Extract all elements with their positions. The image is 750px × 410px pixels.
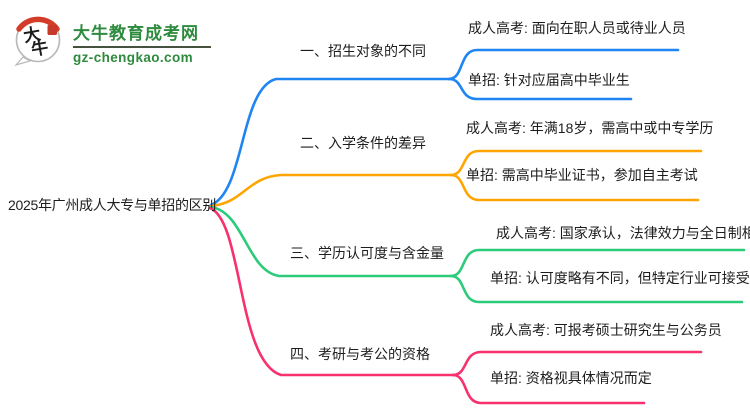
root-node-label: 2025年广州成人大专与单招的区别 [8, 197, 217, 213]
branch-4-connector [208, 206, 455, 377]
branch-3-connector [209, 205, 453, 278]
branch-2-connector [209, 173, 453, 208]
branch-3-leaf-2-connector [449, 274, 744, 304]
branch-4-leaf-2-connector [451, 373, 646, 405]
leaf-label: 成人高考: 面向在职人员或待业人员 [468, 20, 686, 36]
branch-1-label: 一、招生对象的不同 [300, 43, 426, 59]
logo-title: 大牛教育成考网 [73, 24, 199, 43]
branch-2-leaf-2-connector [449, 173, 700, 202]
leaf-label: 成人高考: 年满18岁，需高中或中专学历 [466, 120, 714, 136]
leaf-label: 成人高考: 可报考硕士研究生与公务员 [490, 322, 722, 338]
leaf-label: 成人高考: 国家承认，法律效力与全日制相同 [496, 225, 750, 241]
branch-3-label: 三、学历认可度与含金量 [290, 245, 444, 261]
site-logo: 大 牛 大牛教育成考网 gz-chengkao.com [10, 8, 211, 66]
branch-4-leaf-1-connector [451, 350, 703, 377]
branch-4-label: 四、考研与考公的资格 [290, 346, 430, 362]
logo-bull-icon: 大 牛 [14, 16, 61, 66]
logo-text-block: 大牛教育成考网 gz-chengkao.com [73, 8, 211, 65]
logo-divider [73, 46, 211, 48]
leaf-label: 单招: 需高中毕业证书，参加自主考试 [466, 167, 698, 183]
leaf-label: 单招: 资格视具体情况而定 [490, 370, 652, 386]
logo-char-top: 大 [22, 23, 42, 46]
logo-domain: gz-chengkao.com [73, 50, 194, 65]
leaf-label: 单招: 认可度略有不同，但特定行业可接受 [490, 270, 750, 286]
logo-char-bottom: 牛 [30, 37, 50, 60]
branch-3-leaf-1-connector [449, 248, 746, 278]
branch-1-leaf-1-connector [447, 48, 680, 81]
logo-seal-stamp [47, 25, 57, 35]
branch-1-leaf-2-connector [447, 77, 633, 101]
branch-2-label: 二、入学条件的差异 [300, 135, 426, 151]
leaf-label: 单招: 针对应届高中毕业生 [468, 72, 630, 88]
branch-2-leaf-1-connector [449, 149, 703, 177]
branch-1-connector [209, 77, 451, 207]
